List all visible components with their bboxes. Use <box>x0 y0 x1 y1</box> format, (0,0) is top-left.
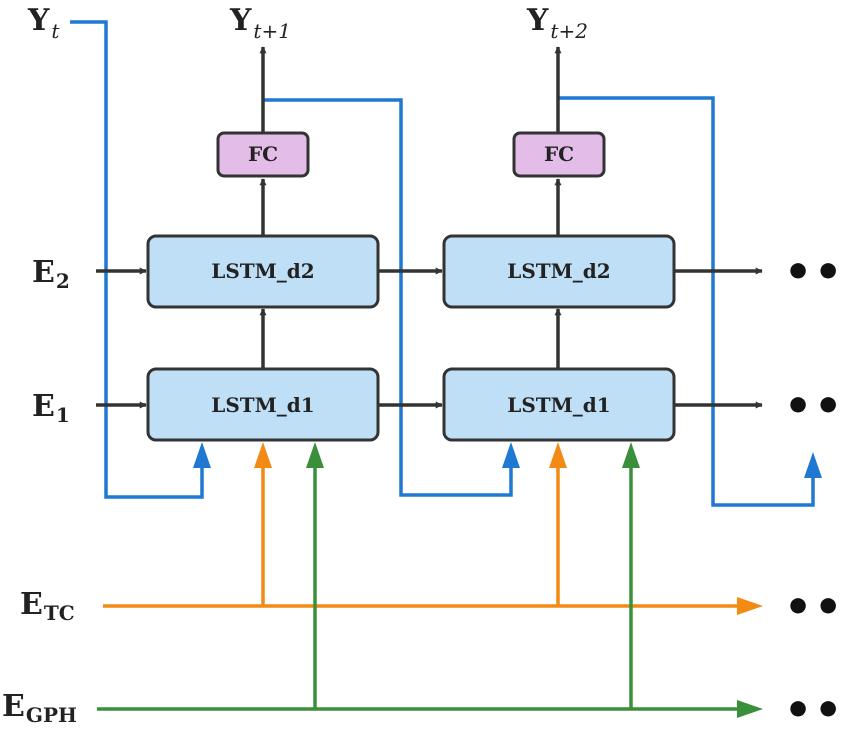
label-etc: ETC <box>20 587 75 625</box>
ellipsis-egph: ••• <box>784 685 850 736</box>
fc-label-b: FC <box>544 142 574 166</box>
lstm-d2-box-b <box>442 234 676 309</box>
continuation-ellipses: ••• ••• ••• ••• <box>784 247 850 736</box>
label-egph: EGPH <box>2 689 77 727</box>
feedback-arrowhead-yt <box>193 442 211 468</box>
etc-lines <box>103 442 763 615</box>
etc-arrowhead <box>737 597 763 615</box>
feedback-line-yt2 <box>558 96 815 507</box>
fc-label-a: FC <box>248 142 278 166</box>
ellipsis-d2: ••• <box>784 247 850 298</box>
etc-branch-a-arrowhead <box>254 442 272 468</box>
feedback-arrowhead-yt1 <box>502 442 520 468</box>
ellipsis-d1: ••• <box>784 381 850 432</box>
fc-box-a <box>216 131 310 178</box>
etc-branch-b-arrowhead <box>549 442 567 468</box>
egph-lines <box>97 442 763 718</box>
cell-column-a: FC LSTM_d2 LSTM_d1 <box>146 131 380 442</box>
egph-branch-b-arrowhead <box>622 442 640 468</box>
dark-arrows <box>96 46 763 409</box>
fc-box-b <box>512 131 606 178</box>
lstm-d1-box-b <box>442 367 676 442</box>
feedback-line-yt1 <box>263 98 513 497</box>
cell-column-b: FC LSTM_d2 LSTM_d1 <box>442 131 676 442</box>
lstm-d2-box-a <box>146 234 380 309</box>
lstm-d2-label-a: LSTM_d2 <box>211 259 314 283</box>
feedback-arrowhead-yt2 <box>804 452 822 478</box>
egph-arrowhead <box>737 700 763 718</box>
lstm-d2-label-b: LSTM_d2 <box>507 259 610 283</box>
label-e1: E1 <box>32 389 70 427</box>
egph-branch-a-arrowhead <box>306 442 324 468</box>
feedback-line-yt <box>70 20 204 499</box>
lstm-d1-label-b: LSTM_d1 <box>507 393 610 417</box>
lstm-d1-box-a <box>146 367 380 442</box>
label-e2: E2 <box>32 255 70 293</box>
blue-feedback-lines <box>70 20 822 507</box>
lstm-d1-label-a: LSTM_d1 <box>211 393 314 417</box>
ellipsis-etc: ••• <box>784 582 850 633</box>
